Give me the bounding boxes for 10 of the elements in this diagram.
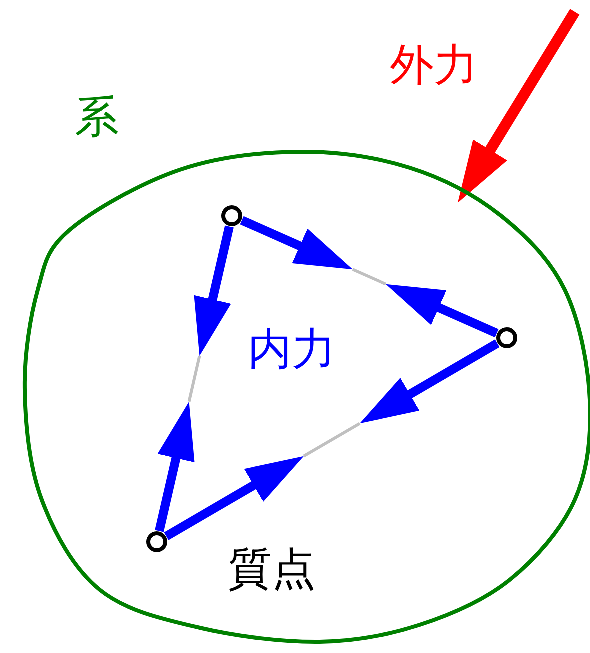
internal-force-arrow	[155, 402, 195, 532]
internal-force-arrow	[386, 284, 499, 338]
force-label: 内力	[248, 328, 336, 372]
internal-force-arrow	[164, 456, 304, 540]
internal-force-arrow	[194, 226, 234, 356]
internal-force-arrow	[360, 340, 500, 424]
force-arrow	[458, 9, 580, 203]
internal-force-arrow	[240, 216, 353, 270]
particle-label: 質点	[228, 548, 316, 592]
system-label: 系	[75, 96, 119, 140]
